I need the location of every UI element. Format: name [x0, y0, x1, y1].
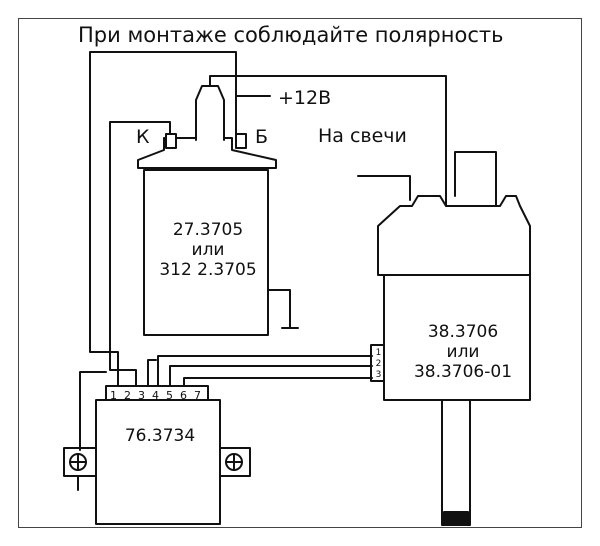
distributor-part-line2: 38.3706-01	[413, 362, 513, 382]
to-spark-plugs-label: На свечи	[318, 125, 407, 147]
switch-pin: 3	[138, 389, 145, 402]
coil-part-line1: 27.3705	[172, 220, 244, 240]
switch-pin: 5	[166, 389, 173, 402]
ignition-coil-tower	[195, 85, 225, 141]
wire-k-to-switch	[109, 121, 171, 387]
plug-lead-2	[454, 151, 497, 207]
distributor-pin: 2	[375, 359, 382, 369]
wire-dist-1	[157, 355, 373, 387]
switch-unit-body	[95, 399, 221, 525]
plug-lead-1	[357, 175, 411, 201]
wire-dist-3	[183, 377, 373, 387]
distributor-connector	[370, 344, 385, 382]
distributor-part-or: или	[446, 342, 480, 362]
switch-pin: 2	[124, 389, 131, 402]
coil-terminal-k	[165, 133, 177, 149]
polarity-warning-title: При монтаже соблюдайте полярность	[78, 23, 504, 47]
switch-pin: 6	[180, 389, 187, 402]
diagram-border	[18, 18, 582, 528]
switch-pin: 1	[110, 389, 117, 402]
distributor-cap	[377, 195, 531, 276]
wire-title-loop	[89, 51, 237, 387]
distributor-part-line1: 38.3706	[427, 322, 499, 342]
distributor-part-number: 38.3706 или 38.3706-01	[388, 322, 538, 382]
coil-ground-wire	[267, 289, 299, 329]
ignition-coil-body	[143, 169, 269, 336]
hv-lead	[209, 75, 447, 207]
coil-part-or: или	[191, 240, 225, 260]
distributor-shaft-end	[443, 511, 469, 526]
coil-terminal-b-label: Б	[255, 126, 269, 148]
distributor-pin: 1	[375, 348, 382, 358]
coil-part-number: 27.3705 или 312 2.3705	[148, 220, 268, 280]
switch-pin: 4	[152, 389, 159, 402]
switch-unit-part-number: 76.3734	[124, 426, 196, 446]
wire-switch-left-loop	[79, 371, 107, 451]
coil-terminal-b	[235, 133, 247, 149]
switch-pin: 7	[194, 389, 201, 402]
wire-switch-3	[147, 359, 157, 387]
distributor-pin: 3	[375, 370, 382, 380]
plus-12v-label: +12В	[278, 87, 332, 109]
distributor-housing	[383, 274, 531, 401]
wire-dist-2	[169, 365, 373, 387]
coil-part-line2: 312 2.3705	[159, 260, 257, 280]
coil-terminal-k-label: К	[136, 126, 150, 148]
distributor-shaft	[441, 399, 471, 526]
